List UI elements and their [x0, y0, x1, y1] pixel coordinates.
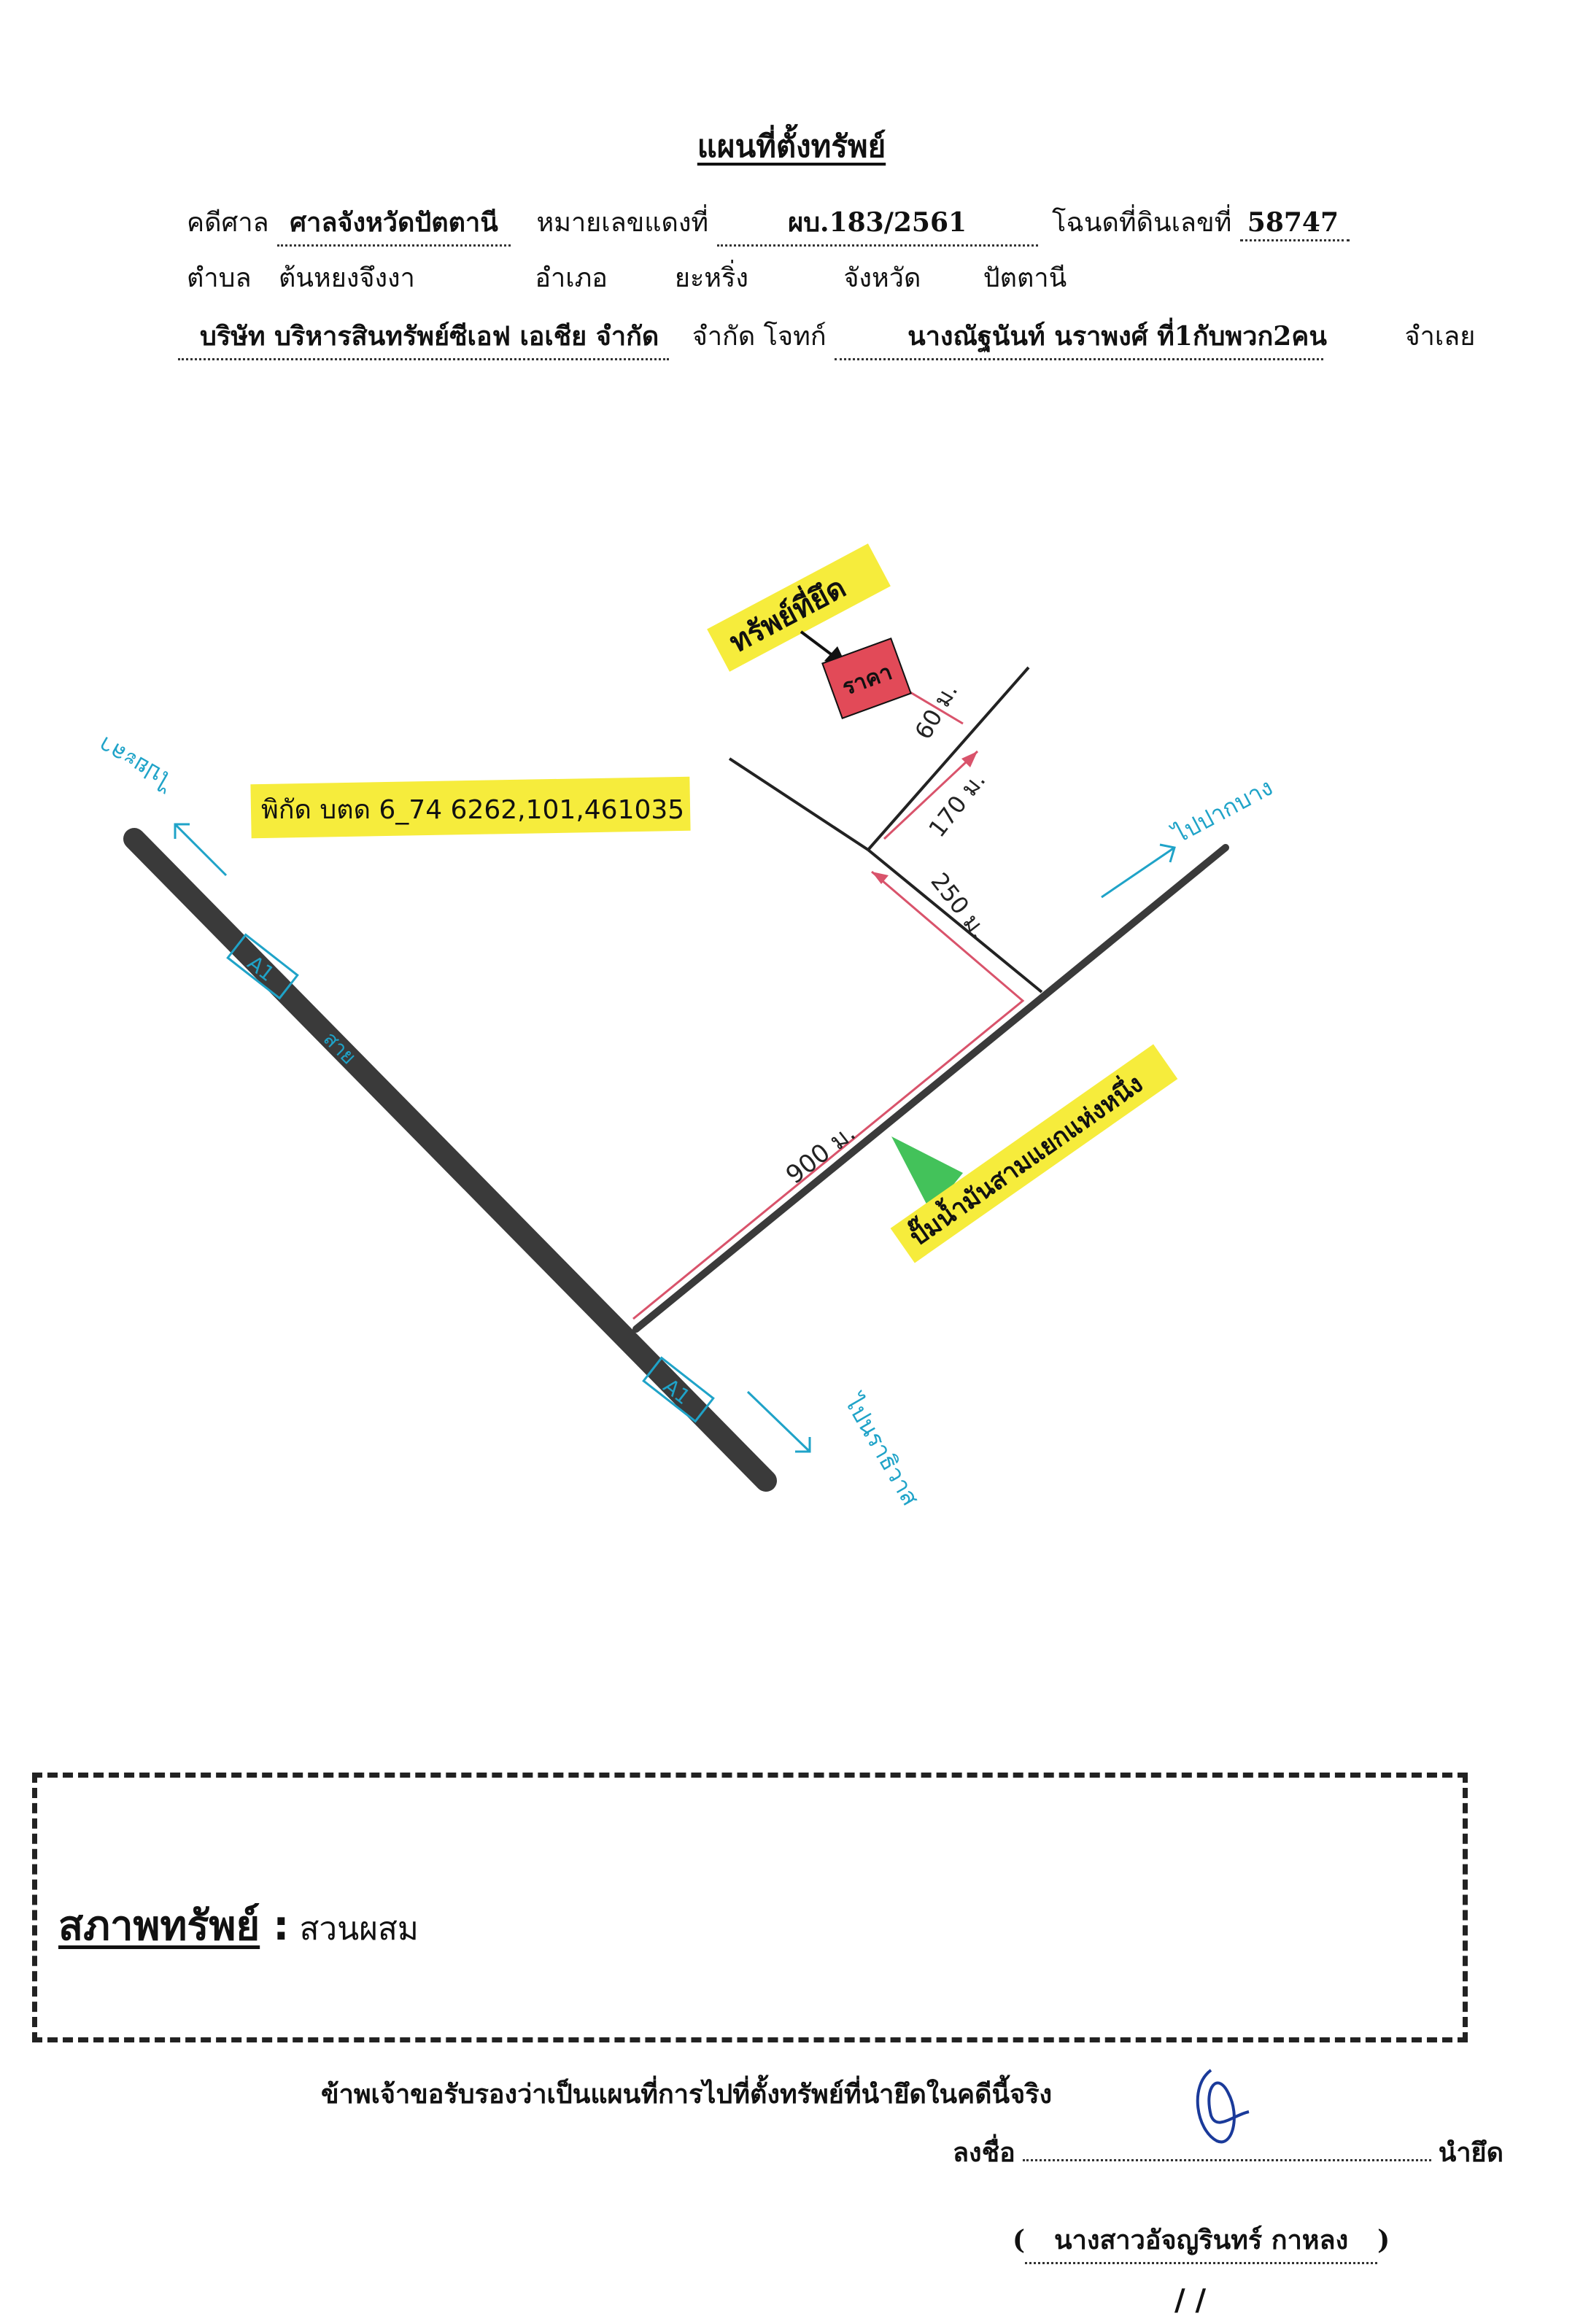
to-narathiwat-arrow-icon [795, 1437, 811, 1453]
route-line [632, 870, 1025, 1320]
to-narathiwat-arrow [746, 1390, 811, 1453]
court-value: ศาลจังหวัดปัตตานี [277, 201, 511, 247]
branch-road [632, 844, 1229, 1333]
close-paren: ) [1377, 2225, 1390, 2255]
seizer-label: นำยึด [1438, 2137, 1503, 2168]
date-marks: / / [1174, 2283, 1207, 2317]
open-paren: ( [1013, 2225, 1026, 2255]
signer-name-line: (นางสาวอัจญรินทร์ กาหลง) [1013, 2219, 1390, 2264]
certification-text: ข้าพเจ้าขอรับรองว่าเป็นแผนที่การไปที่ตั้… [321, 2079, 1053, 2110]
measure-60-line [901, 686, 964, 725]
plaintiff-value: บริษัท บริหารสินทรัพย์ซีเอฟ เอเชีย จำกัด [178, 315, 670, 360]
province-label: จังหวัด [843, 263, 921, 293]
seized-property-highlight [707, 543, 891, 672]
defendant-value: นางณัฐนันท์ นราพงศ์ ที่1กับพวก2คน [835, 315, 1327, 360]
signer-name: นางสาวอัจญรินทร์ กาหลง [1025, 2219, 1378, 2264]
court-label: คดีศาล [187, 208, 269, 238]
to-yala-arrow-icon [174, 823, 190, 839]
deed-number-value: 58747 [1239, 207, 1350, 241]
sign-label: ลงชื่อ [953, 2137, 1015, 2168]
signature-line: ลงชื่อ นำยึด [953, 2131, 1503, 2173]
defendant-label: จำเลย [1404, 322, 1476, 352]
subdistrict-value: ต้นหยงจึงงา [278, 263, 415, 293]
route-arrow-icon [872, 872, 889, 884]
to-yala-arrow [174, 823, 228, 877]
condition-value: สวนผสม [299, 1910, 419, 1948]
road-badge-1: A1 [226, 933, 299, 1000]
main-highway [123, 828, 777, 1492]
route-line-2 [883, 750, 979, 840]
red-number-label: หมายเลขแดงที่ [536, 208, 709, 238]
signature-dots [1022, 2139, 1431, 2161]
subdistrict-label: ตำบล [187, 263, 252, 293]
parties-row: บริษัท บริหารสินทรัพย์ซีเอฟ เอเชีย จำกัด… [178, 315, 1475, 360]
to-pakbang-arrow-icon [1159, 843, 1176, 863]
road-badge-2: A1 [642, 1356, 715, 1423]
district-label: อำเภอ [535, 263, 608, 293]
to-yala-label: ไปยะลา [93, 731, 179, 796]
signature-icon [1196, 2069, 1250, 2144]
deed-number-label: โฉนดที่ดินเลขที่ [1052, 208, 1232, 238]
location-row: ตำบล ต้นหยงจึงงา อำเภอ ยะหริ่ง จังหวัด ป… [187, 257, 1067, 298]
landmark-label: ปั๊มน้ำมันสามแยกแห่งหนึ่ง [902, 1066, 1149, 1252]
side-road-2 [867, 666, 1030, 851]
side-road-1 [867, 848, 1043, 993]
property-condition-box [32, 1773, 1468, 2042]
side-road-3 [728, 757, 870, 851]
red-number-value: ผบ.183/2561 [716, 201, 1038, 247]
distance-60: 60 ม. [909, 678, 963, 744]
to-narathiwat-label: ไปนราธิวาส [838, 1388, 925, 1510]
condition-colon: : [273, 1902, 290, 1950]
case-info-row: คดีศาล ศาลจังหวัดปัตตานี หมายเลขแดงที่ ผ… [187, 201, 1350, 247]
plaintiff-label: จำกัด โจทก์ [692, 322, 827, 352]
seized-property-marker: ราคา [821, 638, 912, 719]
landmark-highlight [890, 1044, 1178, 1263]
coords-text: พิกัด บตด 6_74 6262,101,461035 [261, 795, 684, 825]
to-pakbang-arrow [1101, 846, 1175, 899]
coords-highlight [250, 776, 691, 839]
route-arrow-icon-2 [961, 751, 978, 767]
document-title: แผนที่ตั้งทรัพย์ [697, 128, 886, 164]
district-value: ยะหริ่ง [674, 263, 748, 293]
condition-heading: สภาพทรัพย์ [58, 1902, 260, 1950]
property-condition: สภาพทรัพย์:สวนผสม [58, 1893, 419, 1958]
to-pakbang-label: ไปปากบาง [1167, 773, 1277, 849]
province-value: ปัตตานี [983, 263, 1067, 293]
